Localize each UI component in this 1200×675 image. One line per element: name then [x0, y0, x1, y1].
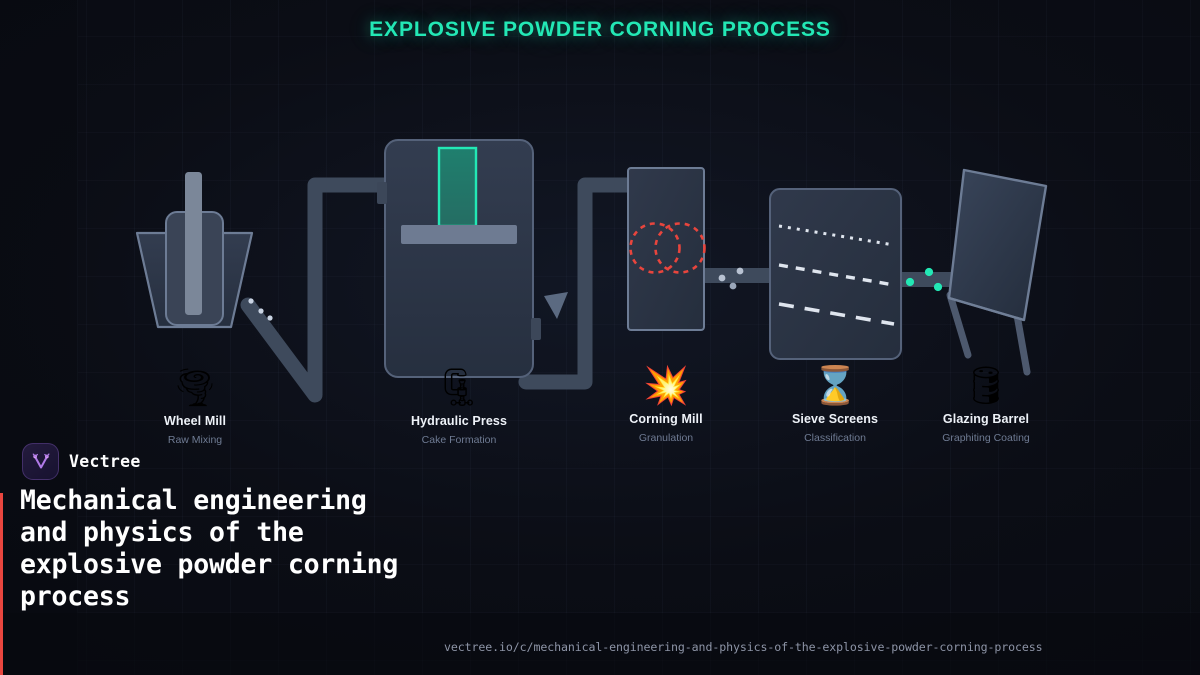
machine-hydraulic-press[interactable]: [377, 139, 541, 378]
machine-wheel-mill[interactable]: [135, 172, 254, 329]
sieve-screen-fine: [778, 224, 895, 247]
stage-label-corning-mill: Corning Mill: [629, 412, 703, 426]
clamp-icon: 🗜: [435, 366, 483, 409]
vectree-logo-icon: [22, 443, 59, 480]
source-url: vectree.io/c/mechanical-engineering-and-…: [444, 640, 1043, 654]
stage-meta-corning-mill[interactable]: 💥 Corning Mill Granulation: [571, 364, 761, 444]
sieve-screen-medium: [778, 263, 895, 287]
corning-roller-right: [654, 222, 706, 274]
stage-label-hydraulic-press: Hydraulic Press: [411, 414, 507, 428]
particles-mill-to-press: [248, 298, 273, 321]
stage-subtitle-glazing-barrel: Graphiting Coating: [942, 432, 1030, 444]
stage-subtitle-hydraulic-press: Cake Formation: [421, 434, 497, 446]
corning-roller-left: [629, 222, 681, 274]
explosion-icon: 💥: [642, 364, 690, 407]
hourglass-icon: ⌛: [811, 364, 859, 407]
corning-housing: [627, 167, 705, 331]
brand-lockup[interactable]: Vectree: [22, 443, 141, 480]
press-body: [384, 139, 534, 378]
stage-meta-wheel-mill[interactable]: 🌪 Wheel Mill Raw Mixing: [100, 366, 290, 446]
stage-meta-sieve-screens[interactable]: ⌛ Sieve Screens Classification: [740, 364, 930, 444]
press-piston: [437, 146, 478, 228]
page-title: EXPLOSIVE POWDER CORNING PROCESS: [369, 18, 831, 41]
bottom-band: [0, 613, 1200, 675]
stage-label-sieve-screens: Sieve Screens: [791, 412, 879, 426]
red-accent-bar: [0, 493, 3, 675]
brand-name: Vectree: [69, 452, 141, 471]
machine-corning-mill[interactable]: [627, 167, 706, 331]
conveyor-press-to-corning: [518, 177, 646, 390]
stage-label-glazing-barrel: Glazing Barrel: [942, 412, 1030, 426]
sieve-screen-coarse: [778, 302, 895, 326]
stage-subtitle-corning-mill: Granulation: [638, 432, 694, 444]
conveyor-mill-to-press: [240, 177, 398, 403]
press-platen: [401, 225, 517, 244]
conveyor-corning-to-sieve: [700, 267, 778, 290]
stage-subtitle-wheel-mill: Raw Mixing: [167, 434, 223, 446]
flow-arrow-icon: [544, 292, 568, 319]
stage-meta-glazing-barrel[interactable]: 🛢 Glazing Barrel Graphiting Coating: [891, 364, 1081, 444]
mill-shaft: [185, 172, 202, 315]
machine-glazing-barrel[interactable]: [946, 168, 1048, 376]
headline: Mechanical engineering and physics of th…: [20, 485, 399, 612]
machine-sieve-screens[interactable]: [769, 188, 902, 360]
oil-drum-icon: 🛢: [962, 364, 1010, 407]
stage-meta-hydraulic-press[interactable]: 🗜 Hydraulic Press Cake Formation: [364, 366, 554, 446]
tornado-icon: 🌪: [171, 366, 219, 409]
stage-label-wheel-mill: Wheel Mill: [163, 414, 227, 428]
stage-subtitle-sieve-screens: Classification: [804, 432, 866, 444]
barrel-drum: [947, 168, 1048, 322]
